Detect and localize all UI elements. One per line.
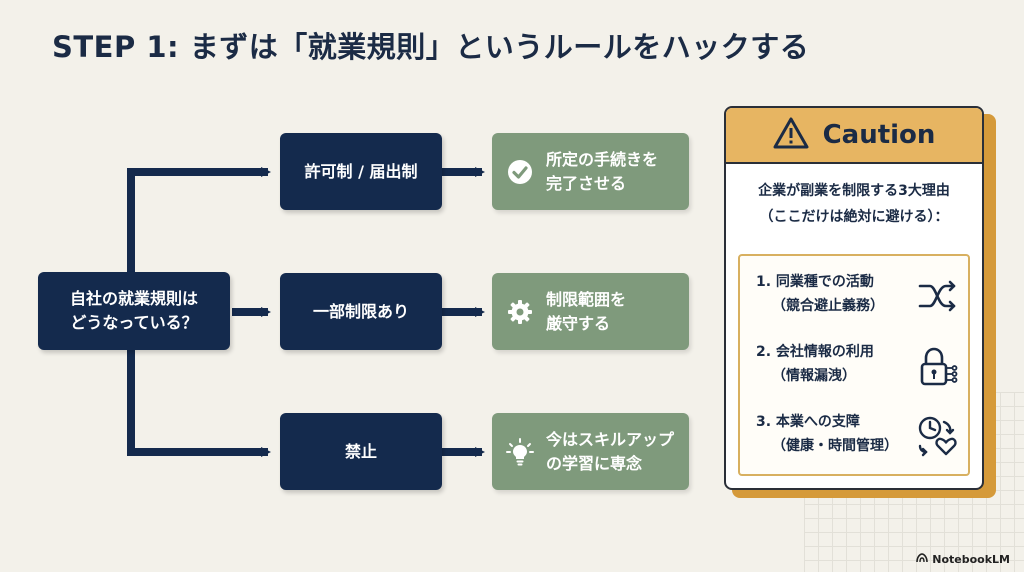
caution-subtitle-line2: （ここだけは絶対に避ける）： [759,209,949,225]
rule-label: 一部制限あり [312,301,409,321]
reason-note: （情報漏洩） [772,368,856,384]
brand-logo-icon [916,553,929,566]
action-box-complete-procedure: 所定の手続きを 完了させる [492,133,689,210]
reason-title: 1. 同業種での活動 [756,274,874,290]
action-line2: の学習に専念 [546,453,643,473]
action-box-observe-limits: 制限範囲を 厳守する [492,273,689,350]
reason-note: （健康・時間管理） [772,438,898,454]
action-line2: 厳守する [546,313,611,333]
reason-title: 3. 本業への支障 [756,414,860,430]
action-line1: 今はスキルアップ [546,429,675,449]
reason-item: 3. 本業への支障 （健康・時間管理） [756,410,957,458]
reason-item: 2. 会社情報の利用 （情報漏洩） [756,340,958,388]
shuffle-icon [916,274,960,318]
check-circle-icon [506,158,534,186]
brand-watermark: NotebookLM [916,553,1010,566]
action-line2: 完了させる [546,173,627,193]
rule-label: 禁止 [344,441,377,461]
brand-name: NotebookLM [932,553,1010,566]
page-title: STEP 1: まずは「就業規則」というルールをハックする [52,30,810,64]
start-node-line1: 自社の就業規則は [69,289,198,308]
warning-icon [773,117,809,153]
start-node: 自社の就業規則は どうなっている？ [38,272,230,350]
rule-box-permission: 許可制 / 届出制 [280,133,442,210]
rule-label: 許可制 / 届出制 [304,161,418,181]
action-box-focus-learning: 今はスキルアップ の学習に専念 [492,413,689,490]
clock-heart-icon [916,414,960,458]
caution-subtitle: 企業が副業を制限する3大理由 （ここだけは絶対に避ける）： [726,178,982,230]
reason-note: （競合避止義務） [772,298,884,314]
action-line1: 所定の手続きを [546,149,659,169]
caution-header: Caution [726,108,982,164]
reason-item: 1. 同業種での活動 （競合避止義務） [756,270,956,318]
padlock-icon [916,344,960,388]
caution-panel: Caution 企業が副業を制限する3大理由 （ここだけは絶対に避ける）： 1.… [724,106,984,490]
action-line1: 制限範囲を [546,289,627,309]
rule-box-prohibited: 禁止 [280,413,442,490]
start-node-line2: どうなっている？ [70,313,198,332]
gear-icon [506,298,534,326]
caution-subtitle-line1: 企業が副業を制限する3大理由 [758,183,950,199]
lightbulb-icon [506,437,534,466]
reason-title: 2. 会社情報の利用 [756,344,874,360]
reasons-list: 1. 同業種での活動 （競合避止義務） 2. 会社情報の利用 （情報漏洩） [738,254,970,476]
rule-box-partial: 一部制限あり [280,273,442,350]
caution-heading: Caution [822,120,936,150]
